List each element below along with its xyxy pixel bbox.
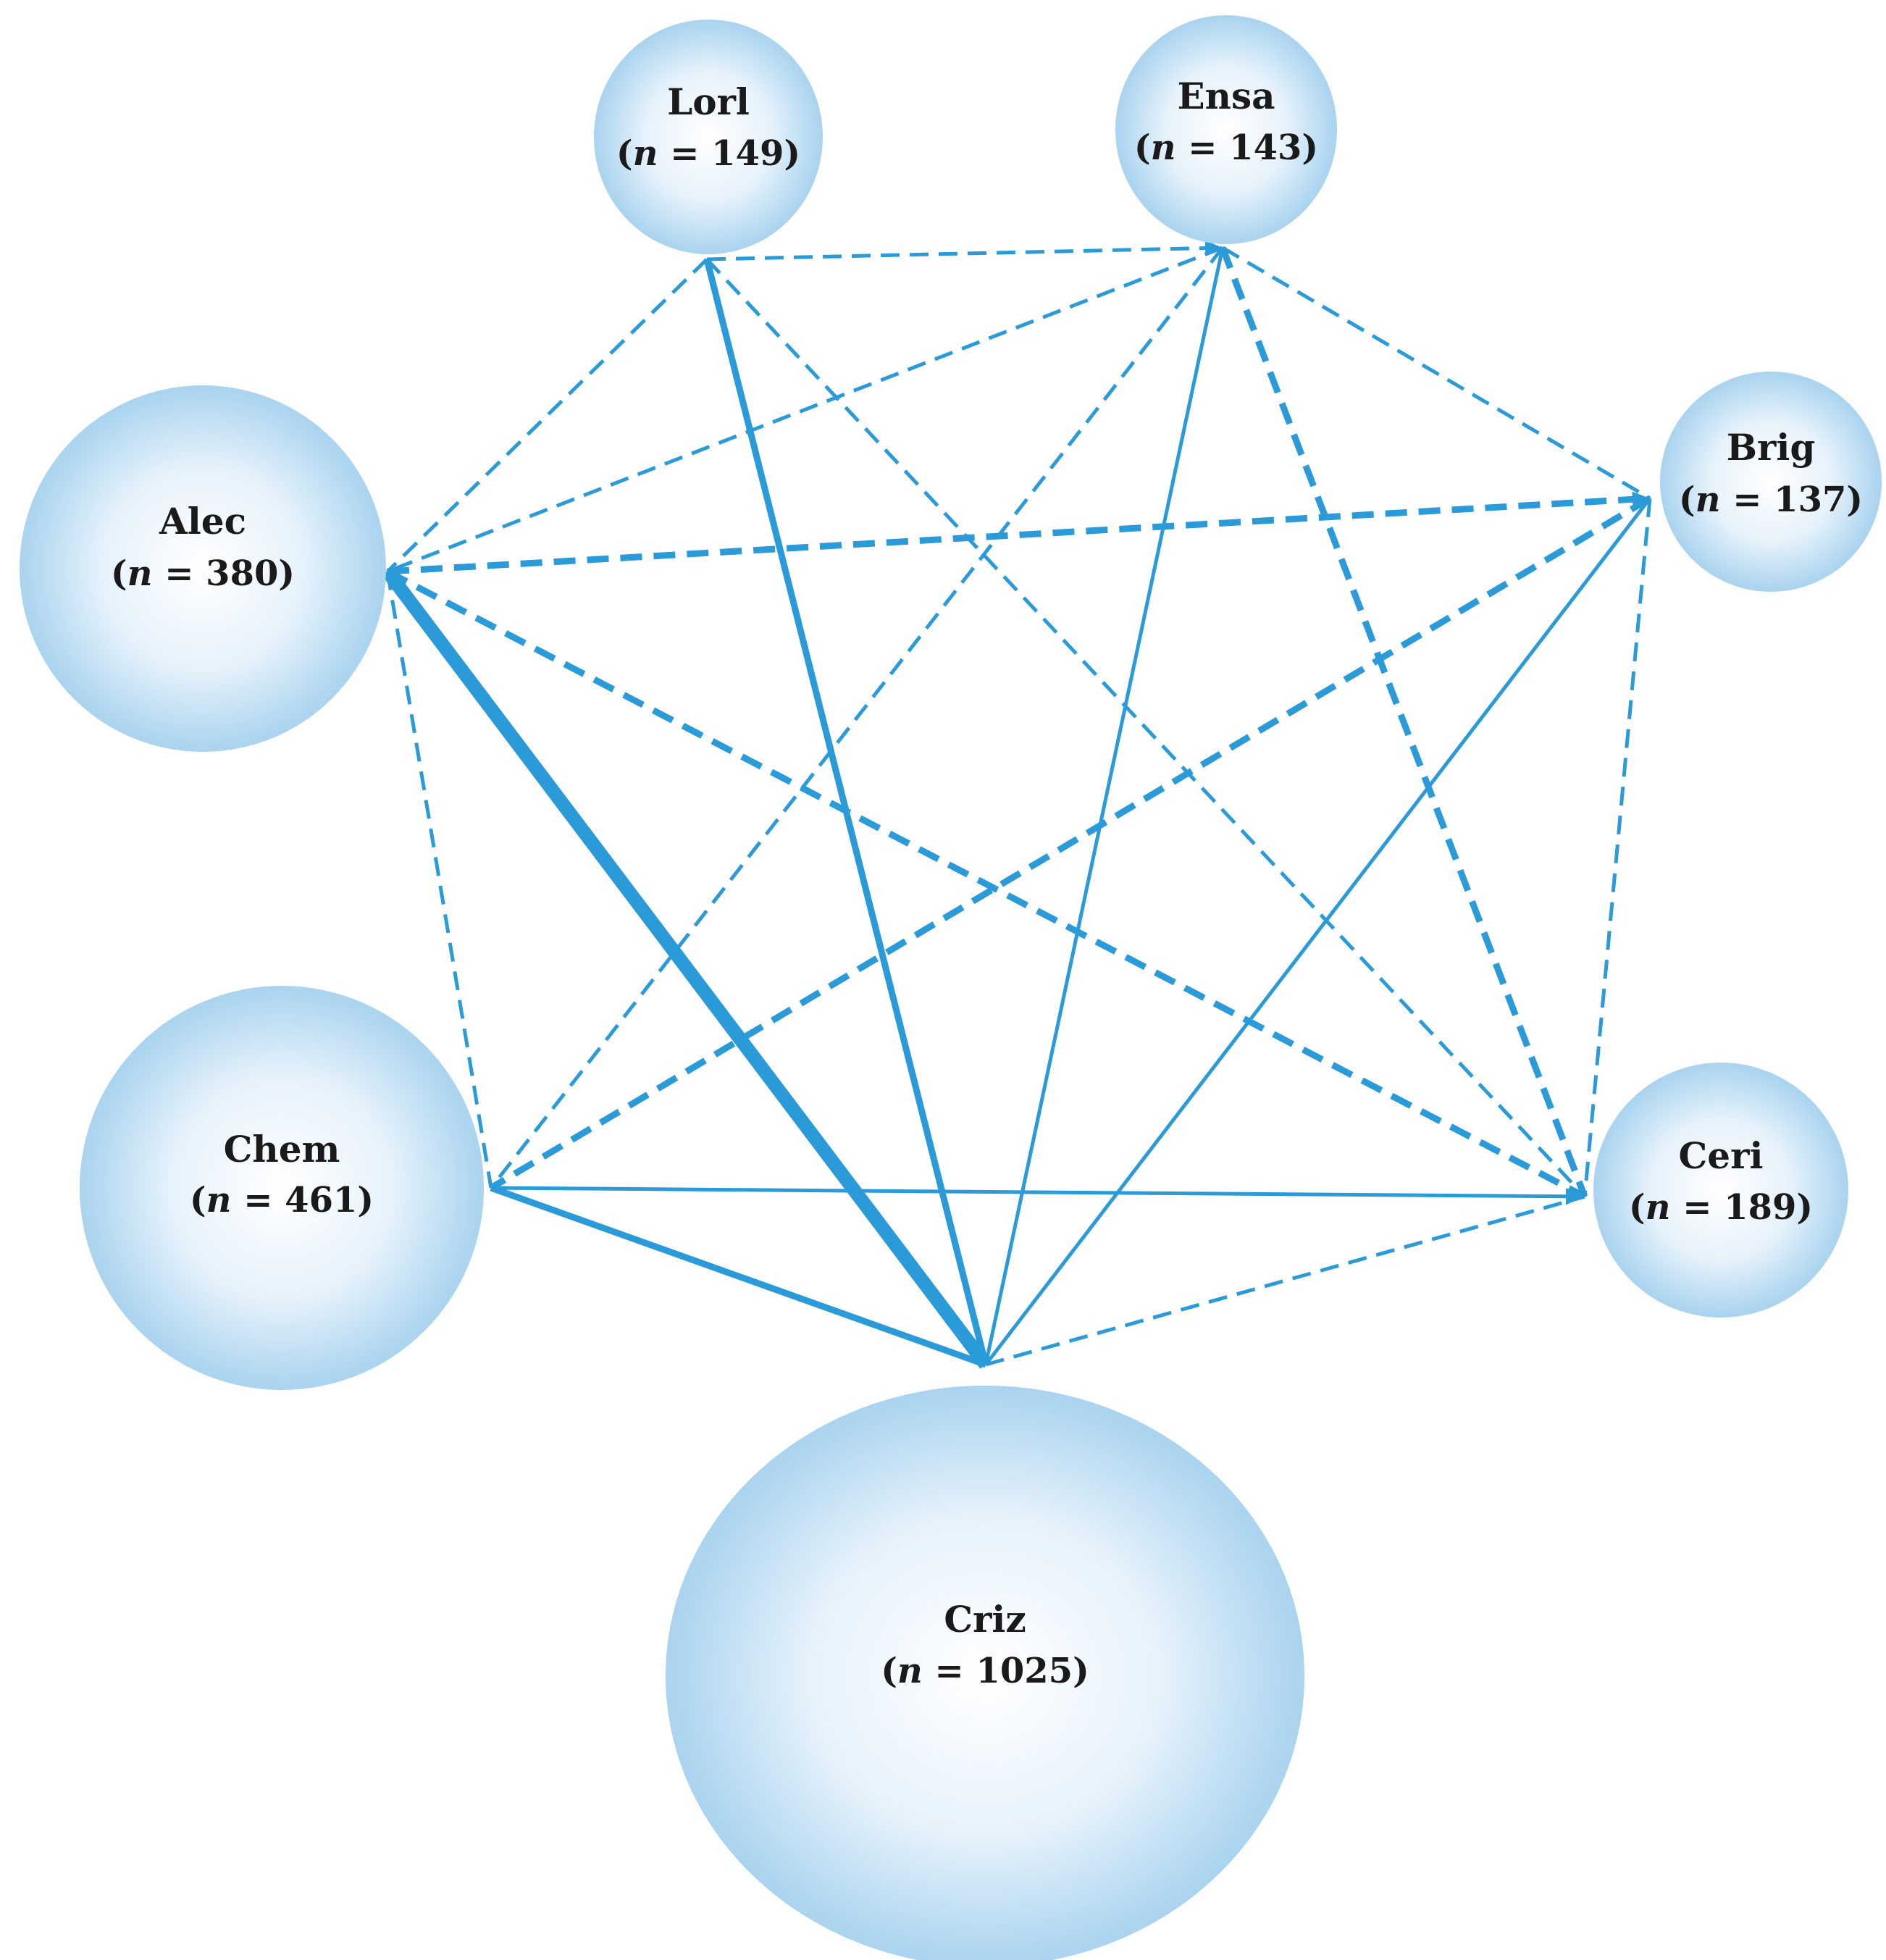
edge-ensa-criz (984, 247, 1225, 1365)
node-criz: Criz (n = 1025) (666, 1386, 1304, 1960)
count-open-paren: ( (190, 1180, 206, 1220)
node-alec: Alec (n = 380) (20, 385, 386, 752)
arrowhead-ensa (1204, 240, 1223, 256)
node-circle-lorl (594, 20, 823, 254)
edge-alec-chem (385, 571, 493, 1189)
nodes: Lorl(n = 149)Ensa(n = 143)Brig(n = 137)A… (20, 15, 1882, 1960)
node-name-criz: Criz (944, 1598, 1026, 1641)
count-value: = 143) (1176, 127, 1319, 168)
edge-ensa-ceri (1219, 246, 1588, 1198)
count-open-paren: ( (1679, 479, 1696, 520)
count-variable: n (206, 1180, 232, 1220)
count-variable: n (897, 1651, 923, 1691)
node-count-lorl: (n = 149) (616, 133, 800, 174)
count-value: = 380) (153, 553, 296, 594)
node-ensa: Ensa (n = 143) (1115, 15, 1337, 244)
edge-criz-ceri (985, 1194, 1585, 1367)
edges (382, 240, 1652, 1369)
node-circle-ceri (1593, 1063, 1848, 1318)
node-count-chem: (n = 461) (190, 1180, 374, 1220)
node-name-ceri: Ceri (1679, 1134, 1764, 1177)
edge-lorl-alec (386, 258, 708, 573)
count-open-paren: ( (1134, 127, 1151, 168)
edge-ensa-brig (1221, 246, 1651, 501)
count-value: = 1025) (923, 1651, 1089, 1691)
count-variable: n (1646, 1187, 1671, 1228)
node-name-chem: Chem (224, 1128, 340, 1170)
node-count-alec: (n = 380) (111, 553, 295, 594)
edge-brig-ceri (1583, 498, 1652, 1197)
count-variable: n (633, 133, 658, 174)
count-open-paren: ( (616, 133, 633, 174)
arrowhead-brig (1632, 491, 1650, 508)
edge-chem-ceri (490, 1186, 1585, 1199)
node-count-ensa: (n = 143) (1134, 127, 1318, 168)
count-variable: n (1151, 127, 1176, 168)
edge-chem-criz (490, 1184, 987, 1368)
node-count-brig: (n = 137) (1679, 479, 1863, 520)
arrowhead-ceri (1565, 1188, 1585, 1205)
node-circle-brig (1660, 372, 1882, 592)
node-lorl: Lorl (n = 149) (594, 20, 823, 254)
edge-ensa-chem (490, 246, 1224, 1189)
node-circle-criz (666, 1386, 1304, 1960)
edge-brig-criz (984, 497, 1651, 1366)
node-name-ensa: Ensa (1177, 75, 1275, 117)
node-ceri: Ceri (n = 189) (1593, 1063, 1848, 1318)
node-count-criz: (n = 1025) (881, 1651, 1089, 1691)
count-open-paren: ( (111, 553, 127, 594)
count-value: = 137) (1721, 479, 1864, 520)
count-open-paren: ( (881, 1651, 897, 1691)
node-name-alec: Alec (159, 500, 246, 543)
count-value: = 461) (232, 1180, 374, 1220)
count-value: = 189) (1671, 1187, 1814, 1228)
node-brig: Brig (n = 137) (1660, 372, 1882, 592)
edge-brig-chem (489, 495, 1652, 1191)
edge-alec-brig (387, 495, 1651, 575)
node-name-lorl: Lorl (667, 80, 750, 123)
node-circle-ensa (1115, 15, 1337, 244)
count-variable: n (1696, 479, 1721, 520)
node-name-brig: Brig (1727, 426, 1816, 469)
count-open-paren: ( (1629, 1187, 1646, 1228)
count-variable: n (127, 553, 153, 594)
edge-alec-ceri (385, 569, 1587, 1199)
node-circle-alec (20, 385, 386, 752)
edge-lorl-ceri (705, 258, 1586, 1198)
count-value: = 149) (658, 133, 801, 174)
edge-alec-criz (382, 567, 992, 1369)
edge-lorl-ensa (706, 246, 1223, 261)
node-circle-chem (80, 986, 484, 1390)
node-chem: Chem (n = 461) (80, 986, 484, 1390)
node-count-ceri: (n = 189) (1629, 1187, 1813, 1228)
edge-ensa-alec (387, 246, 1223, 574)
